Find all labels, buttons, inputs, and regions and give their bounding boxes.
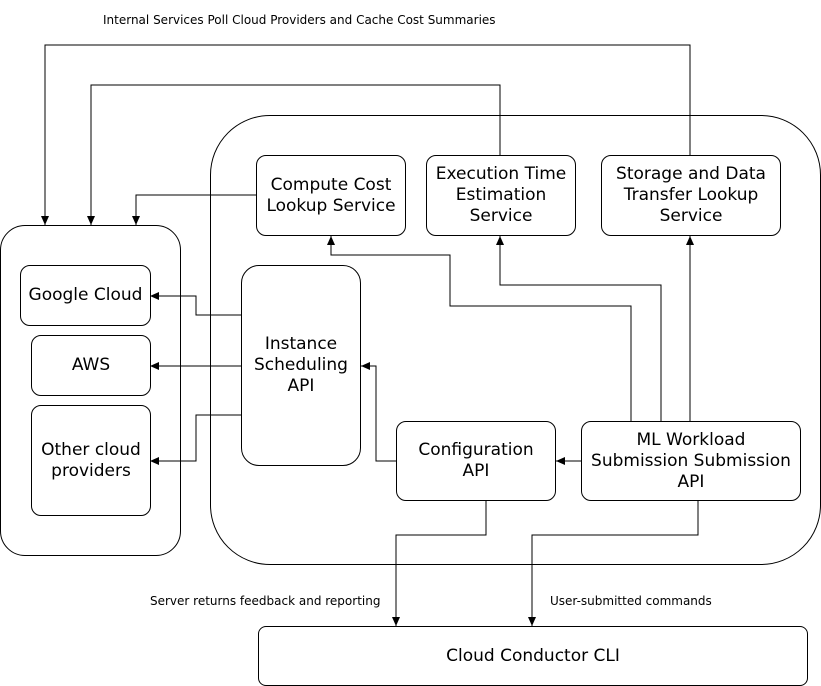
aws-label: AWS (71, 355, 111, 375)
compute-cost-label: Compute Cost Lookup Service (266, 174, 396, 216)
aws-node: AWS (31, 335, 151, 396)
feedback-note: Server returns feedback and reporting (150, 594, 381, 608)
storage-transfer-label: Storage and Data Transfer Lookup Service (616, 164, 766, 226)
edge-compute-to-providers (132, 194, 256, 225)
edge-scheduling-to-google (150, 292, 241, 316)
edge-config-to-cli (392, 501, 487, 626)
instance-scheduling-api: Instance Scheduling API (241, 265, 361, 466)
other-cloud-label: Other cloud providers (41, 439, 141, 481)
ml-workload-submission-api: ML Workload Submission Submission API (581, 421, 801, 501)
edge-storage-to-providers (41, 44, 691, 225)
edge-scheduling-to-other (150, 414, 241, 465)
configuration-label: Configuration API (418, 440, 534, 481)
google-cloud-node: Google Cloud (20, 265, 151, 326)
instance-scheduling-label: Instance Scheduling API (254, 334, 348, 396)
storage-transfer-lookup-service: Storage and Data Transfer Lookup Service (601, 155, 781, 236)
cli-label: Cloud Conductor CLI (446, 645, 620, 666)
edge-ml-to-cli (528, 501, 699, 626)
configuration-api: Configuration API (396, 421, 556, 501)
compute-cost-lookup-service: Compute Cost Lookup Service (256, 155, 406, 236)
edge-execution-to-providers (87, 84, 501, 225)
polling-note: Internal Services Poll Cloud Providers a… (103, 13, 496, 27)
other-cloud-providers-node: Other cloud providers (31, 405, 151, 516)
cloud-conductor-cli: Cloud Conductor CLI (258, 626, 808, 686)
execution-time-label: Execution Time Estimation Service (435, 164, 567, 226)
google-cloud-label: Google Cloud (28, 285, 143, 305)
cloud-providers-container (0, 225, 181, 556)
execution-time-estimation-service: Execution Time Estimation Service (426, 155, 576, 236)
commands-note: User-submitted commands (550, 594, 712, 608)
edge-ml-to-execution (496, 236, 662, 421)
edge-config-to-scheduling (361, 362, 396, 462)
ml-workload-label: ML Workload Submission Submission API (591, 429, 791, 492)
edge-ml-to-compute (327, 236, 632, 421)
